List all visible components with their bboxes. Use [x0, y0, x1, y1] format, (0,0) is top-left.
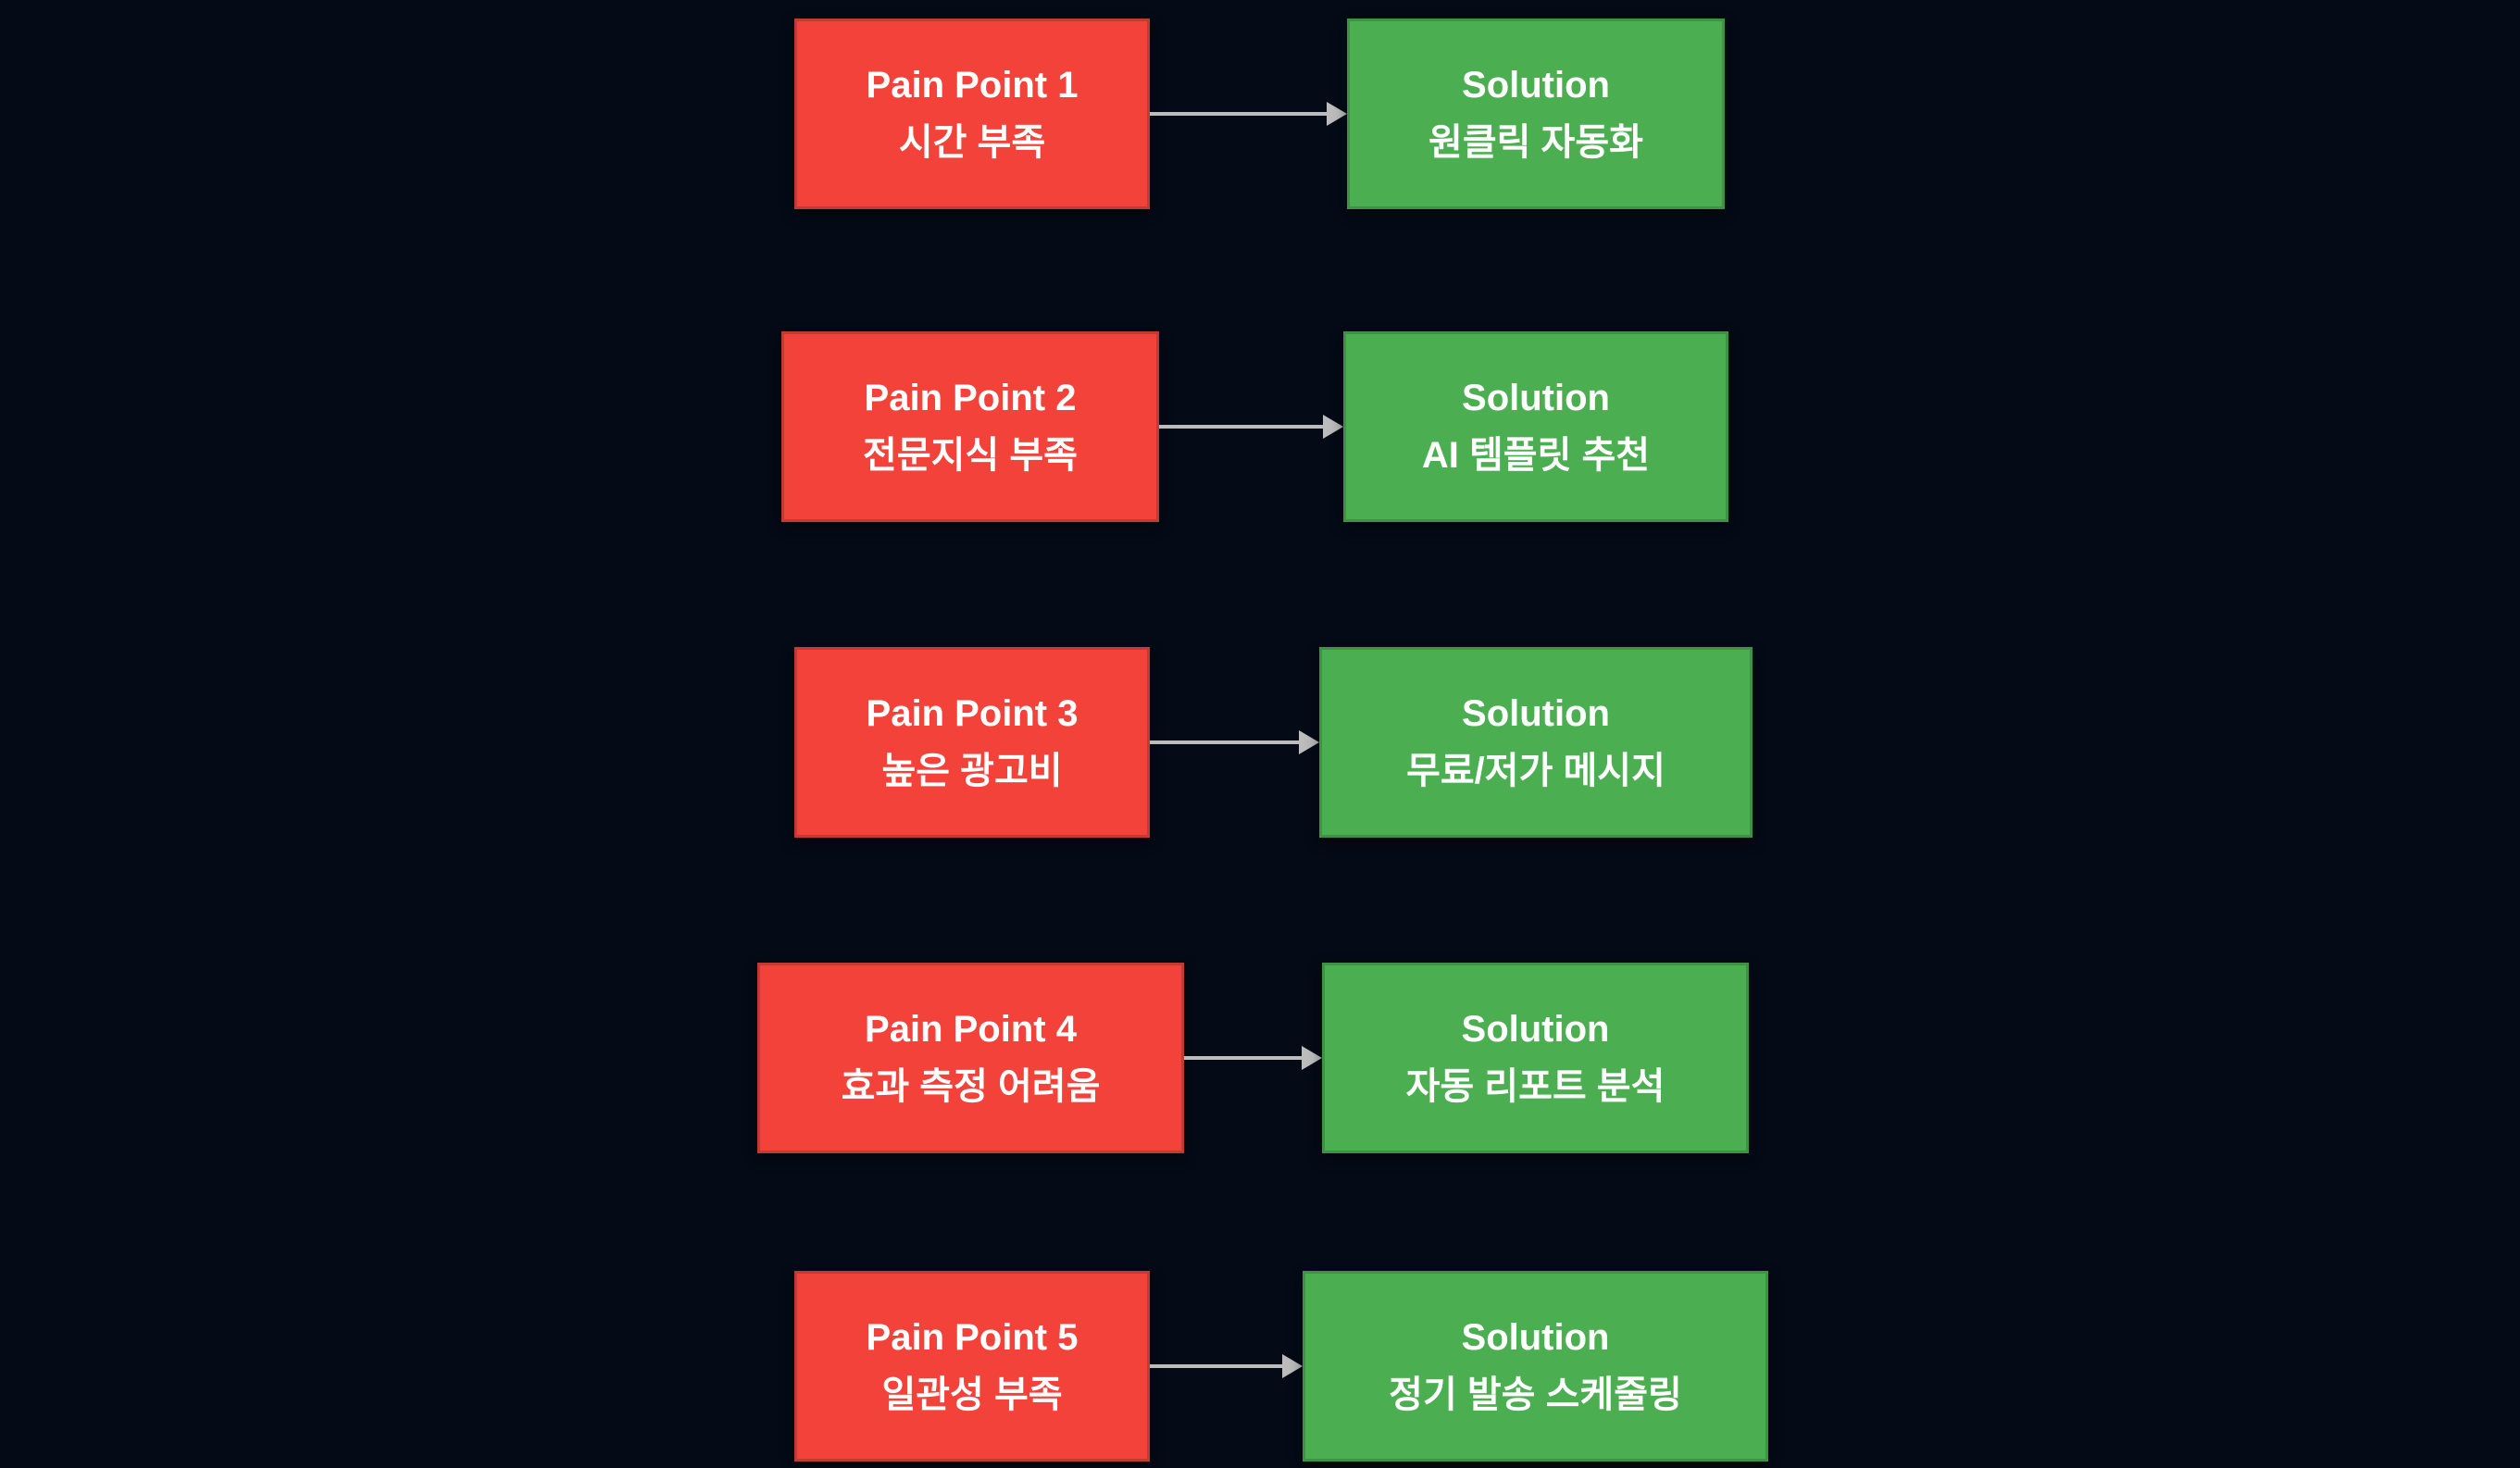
arrow-right-icon — [1150, 1354, 1303, 1378]
solution-title: Solution — [1462, 65, 1610, 106]
arrow-right-icon — [1150, 102, 1347, 126]
arrow-shaft — [1150, 1364, 1286, 1368]
solution-box-1: Solution 원클릭 자동화 — [1347, 19, 1725, 209]
solution-box-3: Solution 무료/저가 메시지 — [1319, 647, 1753, 838]
arrow-shaft — [1150, 740, 1303, 744]
pain-point-label: 효과 측정 어려움 — [841, 1066, 1101, 1107]
pain-point-title: Pain Point 3 — [866, 693, 1079, 734]
solution-label: 원클릭 자동화 — [1428, 122, 1643, 163]
pain-point-box-5: Pain Point 5 일관성 부족 — [794, 1271, 1150, 1462]
arrow-head — [1323, 415, 1343, 439]
pain-point-title: Pain Point 1 — [866, 65, 1079, 106]
solution-box-2: Solution AI 템플릿 추천 — [1343, 331, 1728, 522]
pain-point-label: 높은 광고비 — [881, 751, 1063, 791]
pain-point-box-2: Pain Point 2 전문지식 부족 — [781, 331, 1159, 522]
pain-point-title: Pain Point 2 — [864, 378, 1077, 418]
arrow-shaft — [1184, 1056, 1305, 1060]
pain-point-title: Pain Point 4 — [865, 1009, 1077, 1050]
solution-label: 자동 리포트 분석 — [1405, 1066, 1665, 1107]
solution-title: Solution — [1462, 693, 1610, 734]
arrow-head — [1299, 730, 1319, 754]
pain-point-label: 일관성 부족 — [881, 1375, 1063, 1415]
pain-point-box-3: Pain Point 3 높은 광고비 — [794, 647, 1150, 838]
solution-label: AI 템플릿 추천 — [1421, 435, 1651, 476]
pain-point-label: 전문지식 부족 — [863, 435, 1078, 476]
pain-point-box-1: Pain Point 1 시간 부족 — [794, 19, 1150, 209]
arrow-right-icon — [1184, 1046, 1322, 1070]
arrow-head — [1302, 1046, 1322, 1070]
arrow-shaft — [1159, 425, 1327, 429]
pain-point-box-4: Pain Point 4 효과 측정 어려움 — [757, 963, 1184, 1153]
pain-point-title: Pain Point 5 — [866, 1317, 1079, 1358]
arrow-head — [1327, 102, 1347, 126]
solution-title: Solution — [1461, 1317, 1610, 1358]
arrow-right-icon — [1150, 730, 1319, 754]
solution-title: Solution — [1461, 1009, 1610, 1050]
pain-point-label: 시간 부족 — [898, 122, 1046, 163]
arrow-shaft — [1150, 112, 1330, 116]
arrow-head — [1282, 1354, 1303, 1378]
solution-box-5: Solution 정기 발송 스케줄링 — [1303, 1271, 1768, 1462]
solution-label: 정기 발송 스케줄링 — [1389, 1375, 1682, 1415]
solution-box-4: Solution 자동 리포트 분석 — [1322, 963, 1749, 1153]
solution-label: 무료/저가 메시지 — [1406, 751, 1665, 791]
arrow-right-icon — [1159, 415, 1343, 439]
solution-title: Solution — [1462, 378, 1610, 418]
